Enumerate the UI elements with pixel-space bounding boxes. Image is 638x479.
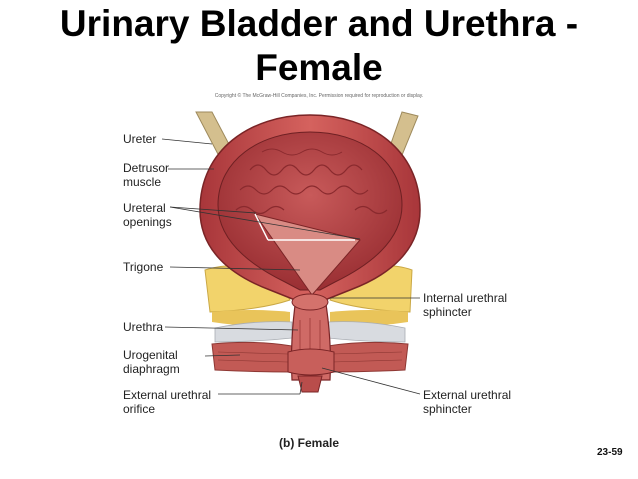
copyright-notice: Copyright © The McGraw-Hill Companies, I… <box>214 93 424 99</box>
title-line-2: Female <box>255 47 383 88</box>
tendon-right <box>327 321 406 343</box>
internal-sphincter <box>291 293 329 311</box>
tendon-left <box>214 321 293 343</box>
label-ureteral-openings: Ureteral openings <box>123 201 172 229</box>
label-external-urethral-sphincter: External urethral sphincter <box>423 388 512 416</box>
urogenital-diaphragm-right <box>327 341 409 373</box>
title-line-1: Urinary Bladder and Urethra - <box>59 3 579 44</box>
label-urogenital-diaphragm: Urogenital diaphragm <box>123 348 180 376</box>
page-number: 23-59 <box>597 447 623 458</box>
slide-title: Urinary Bladder and Urethra - Female <box>0 2 638 90</box>
external-orifice <box>297 375 323 393</box>
label-detrusor-muscle: Detrusor muscle <box>123 161 170 189</box>
figure-caption: (b) Female <box>279 436 340 450</box>
label-external-urethral-orifice: External urethral orifice <box>123 388 212 416</box>
urogenital-diaphragm-left <box>211 341 293 373</box>
label-urethra: Urethra <box>123 320 164 334</box>
label-internal-urethral-sphincter: Internal urethral sphincter <box>423 291 508 319</box>
label-ureter: Ureter <box>123 132 157 146</box>
label-trigone: Trigone <box>123 260 164 274</box>
external-sphincter <box>287 348 335 376</box>
